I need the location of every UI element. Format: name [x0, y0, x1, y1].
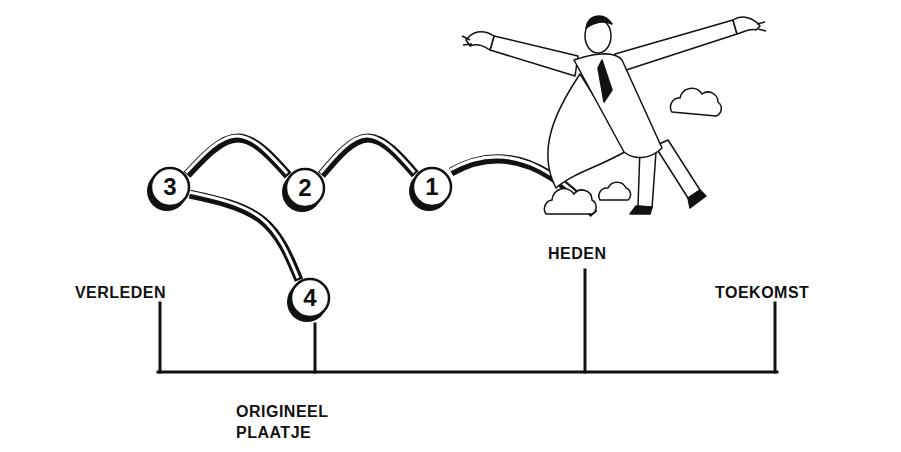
timeline-tick	[314, 324, 317, 372]
clouds	[544, 88, 721, 214]
arc-inner	[189, 192, 298, 278]
timeline-label: VERLEDEN	[75, 282, 166, 303]
callout-number: 2	[298, 176, 311, 200]
number-circle: 3	[147, 164, 193, 210]
right-arm	[615, 20, 737, 72]
cloud	[599, 182, 631, 200]
node-texts: 1	[425, 175, 438, 199]
tie	[598, 60, 612, 102]
shoe	[688, 190, 706, 208]
jacket	[574, 54, 662, 158]
timeline-tick	[584, 270, 587, 372]
jump-arc	[189, 192, 299, 280]
number-circle: 4	[287, 275, 333, 321]
callout-number: 1	[425, 175, 438, 199]
node-texts: 3	[163, 175, 176, 199]
fingers	[462, 36, 472, 45]
cloud	[670, 88, 721, 116]
timeline-tick	[159, 303, 162, 372]
shoe	[630, 206, 652, 214]
fingers	[757, 22, 766, 31]
number-circle: 1	[409, 164, 455, 210]
left-hand	[466, 32, 494, 50]
timeline	[158, 270, 777, 372]
timeline-tick	[774, 303, 777, 372]
timeline-label: ORIGINEEL PLAATJE	[236, 401, 332, 443]
number-circle: 2	[282, 165, 328, 211]
timeline-label: HEDEN	[548, 243, 607, 264]
jump-arc	[186, 136, 288, 175]
hair	[586, 16, 612, 28]
circle-border	[151, 168, 189, 206]
arc-inner	[186, 136, 287, 173]
flying-man	[462, 16, 766, 214]
circle-border	[286, 169, 324, 207]
timeline-label: TOEKOMST	[715, 282, 809, 303]
left-arm	[490, 36, 578, 76]
arc-inner	[320, 136, 414, 173]
cloud	[544, 189, 596, 214]
circle-border	[291, 279, 329, 317]
callout-number: 3	[163, 175, 176, 199]
jump-arc	[320, 136, 415, 175]
callout-number: 4	[303, 286, 316, 310]
node-texts: 4	[303, 286, 316, 310]
node-texts: 2	[298, 176, 311, 200]
right-hand	[733, 17, 760, 34]
timeline-axis	[158, 371, 777, 374]
circle-border	[413, 168, 451, 206]
